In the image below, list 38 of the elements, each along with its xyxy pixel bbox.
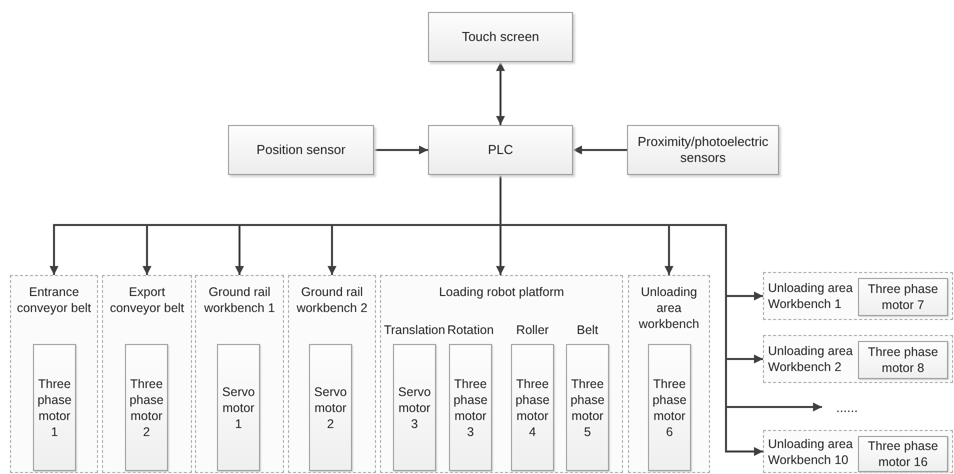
group-label: Unloading area Workbench 10: [768, 436, 854, 468]
group-label: Export conveyor belt: [108, 284, 186, 316]
motor-box: Three phase motor 2: [125, 344, 168, 471]
arrow: [573, 146, 627, 154]
motor-box: Three phase motor 6: [648, 344, 691, 471]
device-box: Proximity/photoelectric sensors: [627, 125, 779, 175]
group-box: [10, 275, 98, 473]
arrow: [374, 146, 428, 154]
motor-box: Three phase motor 7: [858, 278, 948, 316]
motor-box: Servo motor 2: [309, 344, 352, 471]
part-label: Rotation: [447, 323, 494, 337]
group-label: Loading robot platform: [438, 284, 564, 300]
group-box: [380, 275, 623, 473]
device-box: Position sensor: [228, 125, 374, 175]
group-label: Unloading area workbench: [638, 284, 700, 332]
group-label: Unloading area Workbench 2: [768, 343, 854, 375]
group-box: [628, 275, 710, 473]
arrow: [496, 62, 505, 125]
group-box: [288, 275, 376, 473]
part-label: Translation: [384, 323, 446, 337]
device-box: PLC: [428, 125, 573, 175]
group-box: [763, 272, 953, 320]
motor-box: Three phase motor 8: [858, 341, 948, 379]
ellipsis-text: ......: [822, 397, 872, 417]
group-label: Entrance conveyor belt: [16, 284, 92, 316]
group-label: Ground rail workbench 1: [203, 284, 276, 316]
group-label: Unloading area Workbench 1: [768, 280, 854, 312]
group-box: [102, 275, 192, 473]
device-box: Touch screen: [428, 12, 573, 62]
group-box: [763, 335, 953, 383]
part-label: Belt: [576, 323, 598, 337]
group-label: Ground rail workbench 2: [296, 284, 368, 316]
group-box: [195, 275, 284, 473]
motor-box: Three phase motor 16: [858, 436, 948, 472]
motor-box: Three phase motor 1: [33, 344, 76, 471]
motor-box: Servo motor 1: [217, 344, 260, 471]
group-box: [763, 430, 953, 473]
part-label: Roller: [516, 323, 549, 337]
